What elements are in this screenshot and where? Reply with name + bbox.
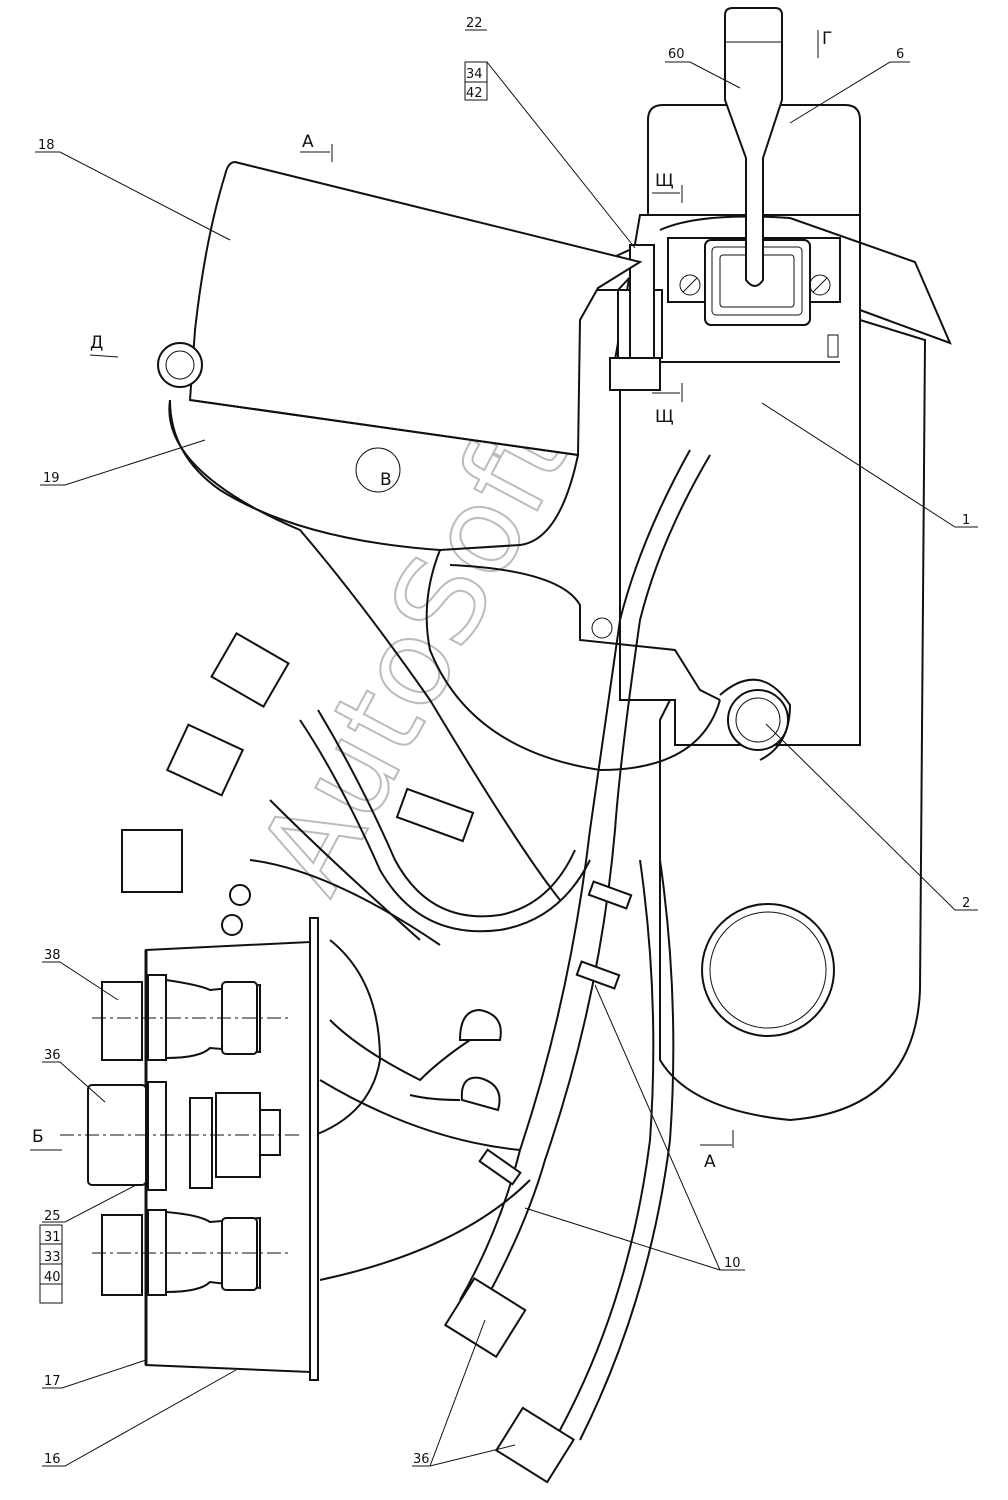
callout-42: 42 [466, 86, 483, 101]
view-v: В [380, 470, 392, 490]
connector-36b [494, 1406, 576, 1484]
callout-16: 16 [44, 1452, 61, 1467]
callout-33: 33 [44, 1250, 61, 1265]
plug-40 [92, 1209, 290, 1296]
callout-2: 2 [962, 896, 970, 911]
view-g: Г [822, 29, 832, 49]
callout-10: 10 [724, 1256, 741, 1271]
plug-38 [92, 974, 290, 1061]
plug-36 [60, 1081, 300, 1191]
callout-17: 17 [44, 1374, 61, 1389]
watermark: AutoSoft [233, 393, 598, 913]
callout-31: 31 [44, 1230, 61, 1245]
tank-18 [188, 160, 643, 457]
bracket-19 [169, 399, 580, 552]
callout-25: 25 [44, 1209, 61, 1224]
view-b: Б [32, 1127, 44, 1147]
section-a-bottom: А [704, 1152, 716, 1172]
callout-36-bottom: 36 [413, 1452, 430, 1467]
section-a-top: А [302, 132, 314, 152]
handle-60 [724, 7, 783, 287]
callout-60: 60 [668, 47, 685, 62]
section-shch-top: Щ [655, 171, 674, 191]
callout-19: 19 [43, 471, 60, 486]
lever-hole [701, 903, 835, 1037]
callout-36: 36 [44, 1048, 61, 1063]
lever-arm [659, 318, 927, 1122]
callout-1: 1 [962, 513, 970, 528]
pivot-2 [727, 689, 789, 751]
callout-6: 6 [896, 47, 904, 62]
leader-lines [30, 30, 978, 1467]
connector-36 [443, 1276, 527, 1359]
callout-18: 18 [38, 138, 55, 153]
view-d: Д [90, 333, 103, 353]
connector-block [121, 631, 502, 1112]
callout-40: 40 [44, 1270, 61, 1285]
callout-34: 34 [466, 67, 483, 82]
callout-38: 38 [44, 948, 61, 963]
filler-cap [157, 342, 203, 388]
callout-22: 22 [466, 16, 483, 31]
section-shch-bottom: Щ [655, 407, 674, 427]
